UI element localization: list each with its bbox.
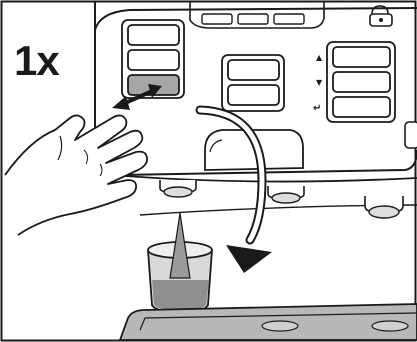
press-arrow-icon <box>112 84 162 110</box>
spout-left <box>159 180 197 198</box>
return-arrow-icon: ↵ <box>313 103 321 114</box>
left-button-1 <box>127 24 180 46</box>
top-slot-3 <box>273 13 305 25</box>
edge-button <box>404 121 417 149</box>
step-count-label: 1x <box>14 37 60 84</box>
panel-top-edge <box>94 2 417 31</box>
flow-arrow-head <box>226 245 272 273</box>
top-slot-1 <box>201 13 233 25</box>
display-housing <box>189 2 325 29</box>
middle-button-2 <box>227 84 280 106</box>
lock-icon <box>369 5 393 27</box>
liquid-stream <box>169 212 191 279</box>
drip-tray <box>118 303 417 341</box>
right-button-down <box>332 71 391 93</box>
spout-middle <box>267 186 305 204</box>
up-arrow-icon: ▲ <box>316 53 323 62</box>
liquid-fill <box>152 280 209 310</box>
middle-button-group <box>221 54 285 112</box>
middle-button-1 <box>227 59 280 81</box>
hand-drawing <box>4 114 148 236</box>
left-button-2 <box>127 49 180 71</box>
down-arrow-icon: ▼ <box>316 78 323 87</box>
top-slot-2 <box>237 13 269 25</box>
glass-cup <box>147 212 213 313</box>
right-button-up <box>332 46 391 68</box>
right-button-group <box>326 41 396 123</box>
spout-right <box>364 196 404 219</box>
right-button-enter <box>332 96 391 118</box>
